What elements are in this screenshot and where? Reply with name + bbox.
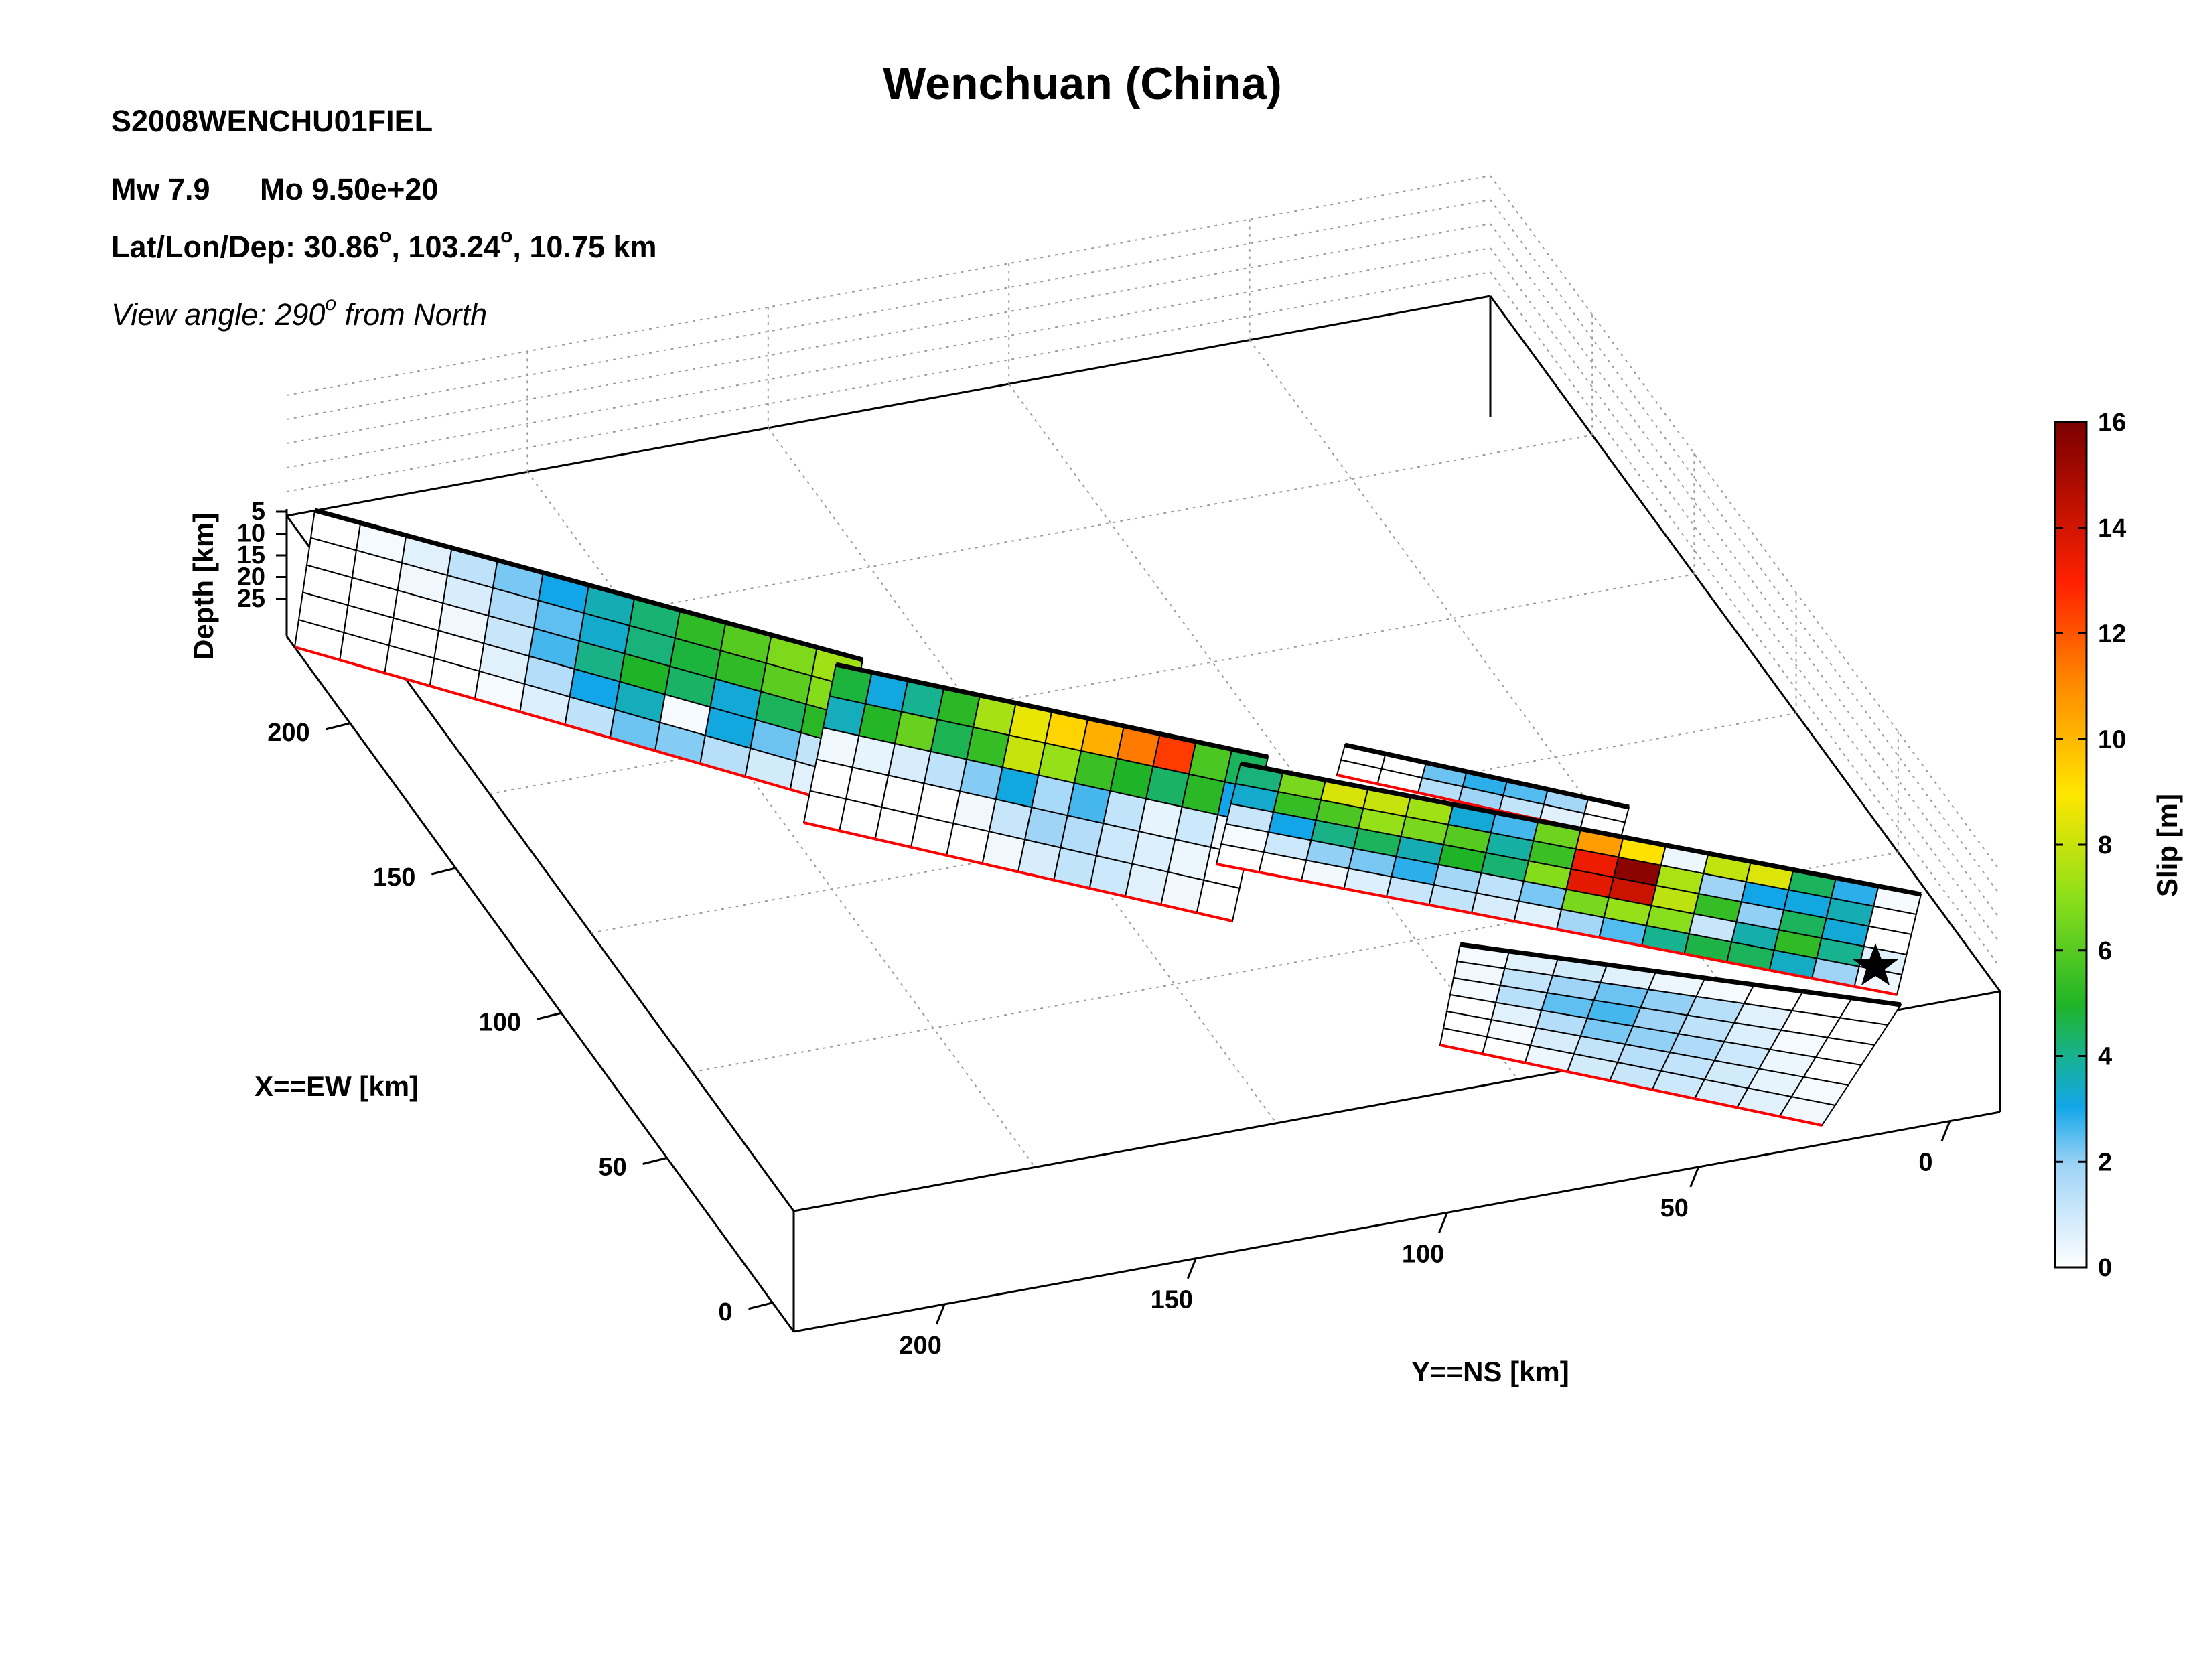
colorbar-tick-label: 8: [2098, 831, 2112, 859]
fault-bottom-edge: [1439, 1044, 1823, 1127]
fault-segments: [293, 508, 1922, 1127]
x-tick-label: 200: [267, 719, 309, 747]
y-tick: [935, 1304, 946, 1325]
colorbar-tick-label: 10: [2098, 725, 2126, 754]
grid-line: [526, 471, 1036, 1168]
box-edge: [286, 295, 1491, 517]
x-tick: [431, 867, 456, 876]
x-tick: [748, 1302, 773, 1310]
grid-line: [1490, 199, 2001, 896]
z-tick-label: 10: [237, 520, 265, 548]
location-prefix: Lat/Lon/Dep: 30.86: [111, 230, 379, 264]
z-tick-label: 20: [237, 563, 265, 591]
fault-segment: [293, 508, 864, 804]
y-tick: [1940, 1121, 1951, 1142]
degree-mark: o: [500, 225, 512, 247]
z-axis-label: Depth [km]: [188, 513, 219, 660]
grid-line: [286, 271, 1491, 492]
y-tick-label: 0: [1918, 1149, 1932, 1177]
y-tick: [1186, 1258, 1197, 1279]
fault-segment: [1336, 742, 1630, 839]
y-tick: [1689, 1166, 1700, 1188]
y-tick-label: 50: [1660, 1194, 1689, 1222]
view-angle-prefix: View angle: 290: [111, 297, 325, 332]
x-tick-label: 150: [373, 863, 415, 892]
magnitude-line: Mw 7.9 Mo 9.50e+20: [111, 172, 438, 206]
colorbar-tick-label: 16: [2098, 409, 2126, 437]
fault-top-edge: [314, 508, 863, 662]
colorbar-tick-label: 4: [2098, 1043, 2112, 1071]
colorbar-tick-label: 0: [2098, 1254, 2112, 1282]
box-edge: [793, 1111, 2001, 1333]
grid-line: [489, 573, 1695, 795]
fault-bottom-edge: [1216, 863, 1898, 996]
grid-line: [286, 223, 1491, 444]
box-edge: [1489, 295, 2001, 992]
fault-bottom-edge: [294, 646, 836, 804]
fault-top-edge: [1460, 942, 1902, 1007]
location-suffix: , 10.75 km: [512, 230, 656, 264]
fault-segment: [1215, 761, 1922, 996]
chart-title: Wenchuan (China): [883, 58, 1282, 109]
colorbar-tick-label: 2: [2098, 1148, 2112, 1176]
box-edge: [285, 636, 795, 1332]
y-tick-label: 150: [1151, 1286, 1193, 1314]
location-line: Lat/Lon/Dep: 30.86o, 103.24o, 10.75 km: [111, 225, 657, 264]
x-axis-label: X==EW [km]: [255, 1070, 419, 1102]
view-angle-suffix: from North: [336, 297, 487, 332]
hypocenter-star-icon: [1853, 943, 1898, 985]
x-tick-label: 100: [479, 1008, 521, 1036]
colorbar-label: Slip [m]: [2151, 794, 2183, 897]
x-tick-label: 0: [718, 1298, 732, 1326]
x-tick: [642, 1157, 668, 1165]
grid-line: [286, 175, 1491, 396]
fault-segment: [1439, 942, 1902, 1127]
grid-line: [1490, 175, 2001, 871]
event-id: S2008WENCHU01FIEL: [111, 104, 433, 138]
location-mid: , 103.24: [391, 230, 500, 264]
y-tick-label: 200: [899, 1332, 941, 1360]
fault-segment: [802, 662, 1269, 922]
degree-mark: o: [325, 293, 336, 315]
z-tick-label: 25: [237, 585, 265, 613]
x-tick-label: 50: [598, 1153, 626, 1182]
fault-top-edge: [1344, 742, 1630, 810]
y-tick: [1438, 1212, 1448, 1233]
z-tick-label: 15: [237, 541, 265, 569]
y-tick-label: 100: [1402, 1240, 1444, 1268]
mo-value: Mo 9.50e+20: [260, 172, 438, 206]
fault-top-edge: [835, 662, 1269, 760]
colorbar-tick-label: 14: [2098, 514, 2126, 543]
axis-ticks: [276, 509, 1951, 1325]
colorbar-tick-label: 12: [2098, 620, 2126, 648]
fault-top-edge: [1240, 761, 1922, 897]
z-tick-label: 5: [251, 498, 265, 526]
grid-line: [692, 851, 1898, 1073]
x-tick: [537, 1011, 562, 1020]
x-tick: [326, 722, 350, 731]
colorbar-tick-labels: 0 2 4 6 8 10 12 14 16: [2098, 409, 2126, 1282]
grid-line: [388, 434, 1593, 656]
mw-value: Mw 7.9: [111, 172, 210, 206]
degree-mark: o: [379, 225, 391, 247]
fault-bottom-edge: [803, 821, 1233, 922]
grid-line: [286, 247, 1491, 468]
colorbar-tick-label: 6: [2098, 937, 2112, 965]
grid-line: [286, 199, 1491, 420]
y-axis-label: Y==NS [km]: [1411, 1356, 1569, 1387]
colorbar-ticks: [2055, 421, 2086, 1269]
view-angle-line: View angle: 290o from North: [111, 293, 487, 332]
